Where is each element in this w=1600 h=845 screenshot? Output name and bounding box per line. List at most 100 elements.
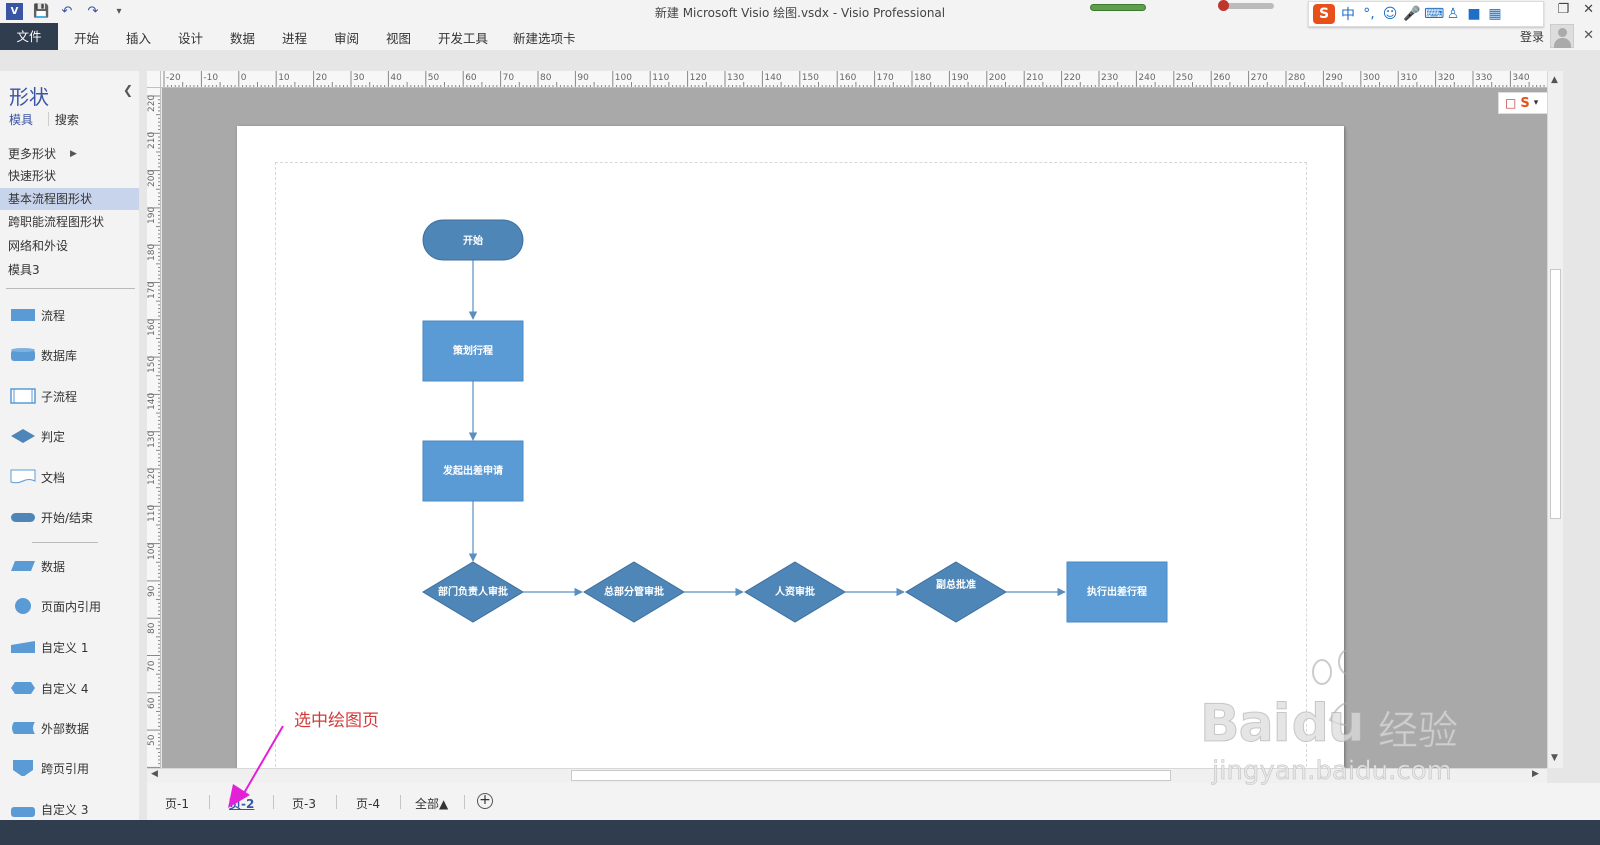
shape-start-end[interactable]: 开始/结束: [0, 504, 139, 530]
avatar[interactable]: [1550, 24, 1574, 48]
keyboard-icon[interactable]: ⌨: [1424, 6, 1445, 22]
scroll-down-icon[interactable]: ▼: [1551, 753, 1558, 763]
shape-data[interactable]: 数据: [0, 553, 139, 579]
page-tab-separator: [336, 795, 337, 809]
step2-shape[interactable]: [422, 440, 524, 502]
tab-stencils[interactable]: 模具: [9, 113, 34, 127]
login-link[interactable]: 登录: [1519, 30, 1544, 44]
sogou-mini-icon[interactable]: S: [1520, 95, 1530, 111]
undo-icon[interactable]: ↶: [61, 3, 73, 19]
tab-design[interactable]: 设计: [178, 31, 204, 46]
tab-new[interactable]: 新建选项卡: [513, 31, 576, 46]
stencil-network[interactable]: 网络和外设: [8, 239, 69, 253]
decision1-label: 部门负责人审批: [438, 585, 508, 598]
restore-icon[interactable]: ❐: [1557, 2, 1570, 17]
page-tab-separator: [209, 795, 210, 809]
add-page-icon[interactable]: +: [477, 793, 493, 809]
drawing-page[interactable]: 开始 策划行程 发起出差申请 部门负责人审批 总部分管审批 人资审批 副总批准 …: [237, 126, 1344, 768]
watermark-brand: Baidu: [1200, 694, 1366, 755]
horizontal-scroll-thumb[interactable]: [571, 770, 1171, 781]
toolbox-icon[interactable]: ▦: [1488, 6, 1502, 22]
vertical-scroll-thumb[interactable]: [1550, 269, 1561, 519]
stencil-cross-functional[interactable]: 跨职能流程图形状: [8, 215, 105, 229]
step1-shape[interactable]: [422, 320, 524, 382]
stencil-more-shapes[interactable]: 更多形状 ▶: [0, 143, 139, 165]
ime-mode[interactable]: 中: [1341, 7, 1355, 23]
shape-external-data[interactable]: 外部数据: [0, 715, 139, 741]
tab-insert[interactable]: 插入: [126, 31, 152, 46]
tab-view[interactable]: 视图: [386, 31, 412, 46]
shape-custom-4[interactable]: 自定义 4: [0, 675, 139, 701]
vertical-scrollbar[interactable]: ▲ ▼: [1547, 71, 1563, 768]
pdf-icon[interactable]: □: [1505, 96, 1517, 110]
page-margin: [275, 162, 1307, 768]
stencil-basic-flowchart[interactable]: 基本流程图形状: [0, 188, 139, 210]
ruler-tick-label: 290: [1325, 73, 1343, 83]
shape-label: 跨页引用: [41, 762, 90, 776]
tab-file[interactable]: 文件: [0, 23, 58, 50]
microphone-icon[interactable]: 🎤: [1403, 6, 1421, 22]
shape-on-page-ref[interactable]: 页面内引用: [0, 593, 139, 619]
collapse-pane-icon[interactable]: ❮: [123, 83, 134, 97]
page-tab-4[interactable]: 页-4: [356, 797, 380, 811]
stencil-3[interactable]: 模具3: [8, 263, 40, 277]
custom-4-shape-icon: [11, 682, 35, 694]
ruler-tick-label: 70: [147, 660, 157, 672]
stencil-quick-shapes[interactable]: 快速形状: [8, 169, 57, 183]
emoji-icon[interactable]: ☺: [1382, 6, 1398, 22]
shape-label: 自定义 4: [41, 682, 89, 696]
chevron-down-icon[interactable]: ▾: [1533, 98, 1539, 108]
shape-document[interactable]: 文档: [0, 464, 139, 490]
close-icon[interactable]: ✕: [1583, 2, 1594, 17]
start-shape[interactable]: [422, 219, 524, 261]
end-shape[interactable]: [1066, 561, 1168, 623]
ime-punct[interactable]: °,: [1363, 6, 1375, 22]
page-tab-3[interactable]: 页-3: [292, 797, 316, 811]
scroll-left-icon[interactable]: ◀: [151, 769, 158, 779]
shape-decision[interactable]: 判定: [0, 423, 139, 449]
drawing-canvas[interactable]: 开始 策划行程 发起出差申请 部门负责人审批 总部分管审批 人资审批 副总批准 …: [162, 88, 1547, 768]
page-tab-1[interactable]: 页-1: [165, 797, 189, 811]
shape-subprocess[interactable]: 子流程: [0, 383, 139, 409]
tab-search[interactable]: 搜索: [54, 113, 79, 127]
redo-icon[interactable]: ↷: [87, 3, 99, 19]
decision4-shape[interactable]: [905, 561, 1007, 623]
scroll-right-icon[interactable]: ▶: [1532, 769, 1539, 779]
tab-developer[interactable]: 开发工具: [438, 31, 489, 46]
decision2-shape[interactable]: [583, 561, 685, 623]
customize-icon[interactable]: ▾: [116, 5, 122, 17]
ruler-tick-label: 160: [839, 73, 857, 83]
ruler-tick-label: 170: [147, 281, 157, 299]
ruler-tick-label: 120: [689, 73, 707, 83]
ruler-tick-label: 210: [1026, 73, 1044, 83]
shape-process[interactable]: 流程: [0, 302, 139, 328]
shape-off-page-ref[interactable]: 跨页引用: [0, 755, 139, 781]
ruler-tick-label: 140: [147, 393, 157, 411]
shape-custom-3[interactable]: 自定义 3: [0, 796, 139, 822]
save-icon[interactable]: 💾: [33, 3, 50, 19]
ribbon-close-icon[interactable]: ✕: [1583, 28, 1594, 43]
shape-database[interactable]: 数据库: [0, 342, 139, 368]
sogou-logo-icon[interactable]: S: [1313, 4, 1335, 24]
skin-icon[interactable]: ■: [1467, 6, 1481, 22]
ruler-tick-label: -20: [166, 73, 181, 83]
decision1-shape[interactable]: [422, 561, 524, 623]
horizontal-scrollbar[interactable]: ◀ ▶: [147, 768, 1547, 783]
decision2-label: 总部分管审批: [604, 585, 664, 598]
tab-home[interactable]: 开始: [74, 31, 100, 46]
visio-icon[interactable]: V: [6, 3, 23, 20]
page-tab-2[interactable]: 页-2: [229, 797, 255, 811]
decision3-shape[interactable]: [744, 561, 846, 623]
user-icon[interactable]: ♙: [1446, 6, 1460, 22]
tab-review[interactable]: 审阅: [334, 31, 360, 46]
ruler-tick-label: 100: [614, 73, 632, 83]
ribbon-tabs: 文件 开始 插入 设计 数据 进程 审阅 视图 开发工具 新建选项卡 登录 ✕: [0, 23, 1600, 50]
tab-process[interactable]: 进程: [282, 31, 308, 46]
custom-1-shape-icon: [11, 641, 35, 653]
shape-custom-1[interactable]: 自定义 1: [0, 634, 139, 660]
scroll-up-icon[interactable]: ▲: [1551, 75, 1558, 85]
tab-data[interactable]: 数据: [230, 31, 256, 46]
all-pages-button[interactable]: 全部▲: [415, 797, 449, 811]
